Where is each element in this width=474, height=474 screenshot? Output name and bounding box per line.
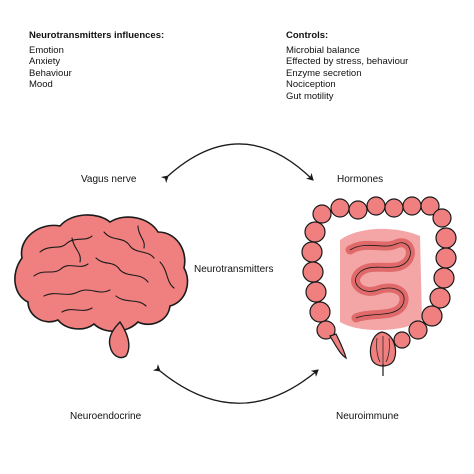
neuroendocrine-label: Neuroendocrine xyxy=(70,411,142,422)
vagus-nerve-label: Vagus nerve xyxy=(81,174,137,185)
hormones-label: Hormones xyxy=(337,174,384,185)
brain-icon xyxy=(14,214,189,359)
controls-item: Gut motility xyxy=(286,90,334,102)
controls-heading: Controls: xyxy=(286,30,329,41)
neurotransmitter-influences-heading: Neurotransmitters influences: xyxy=(29,30,165,41)
controls-item: Microbial balance xyxy=(286,44,360,56)
influence-item: Emotion xyxy=(29,44,64,56)
controls-block: Controls: Microbial balance Effected by … xyxy=(286,30,408,102)
controls-item: Nociception xyxy=(286,79,336,90)
influence-item: Mood xyxy=(29,79,53,90)
influence-item: Behaviour xyxy=(29,67,72,79)
arrow-top xyxy=(160,143,314,183)
controls-item: Enzyme secretion xyxy=(286,67,362,79)
controls-item: Effected by stress, behaviour xyxy=(286,56,409,67)
neurotransmitters-label: Neurotransmitters xyxy=(194,264,274,275)
intestine-icon xyxy=(301,196,457,376)
arrow-bottom xyxy=(152,364,319,404)
influence-item: Anxiety xyxy=(29,56,61,67)
neuroimmune-label: Neuroimmune xyxy=(336,411,399,422)
neurotransmitter-influences-block: Neurotransmitters influences: Emotion An… xyxy=(29,30,164,91)
